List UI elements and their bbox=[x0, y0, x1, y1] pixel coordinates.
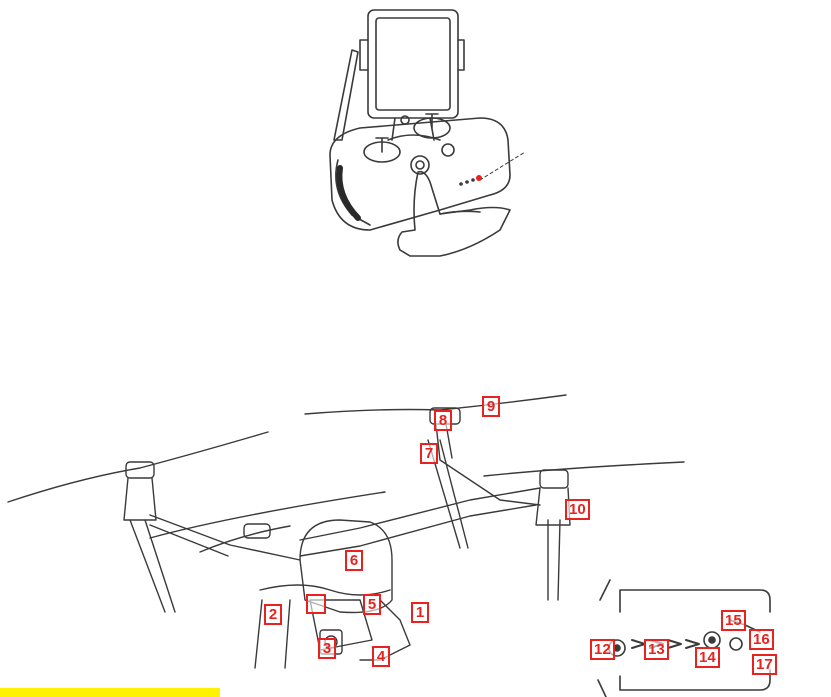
callout-17: 17 bbox=[752, 654, 777, 675]
callout-blank bbox=[306, 594, 326, 614]
callout-5: 5 bbox=[363, 594, 381, 615]
callout-7: 7 bbox=[420, 443, 438, 464]
connector-plate-bottom bbox=[620, 670, 770, 690]
callout-13: 13 bbox=[644, 639, 669, 660]
callout-12: 12 bbox=[590, 639, 615, 660]
callout-3: 3 bbox=[318, 638, 336, 659]
callout-9: 9 bbox=[482, 396, 500, 417]
callout-16: 16 bbox=[749, 629, 774, 650]
connector-plate-top bbox=[620, 590, 770, 612]
callout-4: 4 bbox=[372, 646, 390, 667]
callout-8: 8 bbox=[434, 410, 452, 431]
callout-2: 2 bbox=[264, 604, 282, 625]
callout-15: 15 bbox=[721, 610, 746, 631]
callout-6: 6 bbox=[345, 550, 363, 571]
callout-14: 14 bbox=[695, 647, 720, 668]
highlight-strip bbox=[0, 688, 220, 697]
callout-1: 1 bbox=[411, 602, 429, 623]
callout-10: 10 bbox=[565, 499, 590, 520]
